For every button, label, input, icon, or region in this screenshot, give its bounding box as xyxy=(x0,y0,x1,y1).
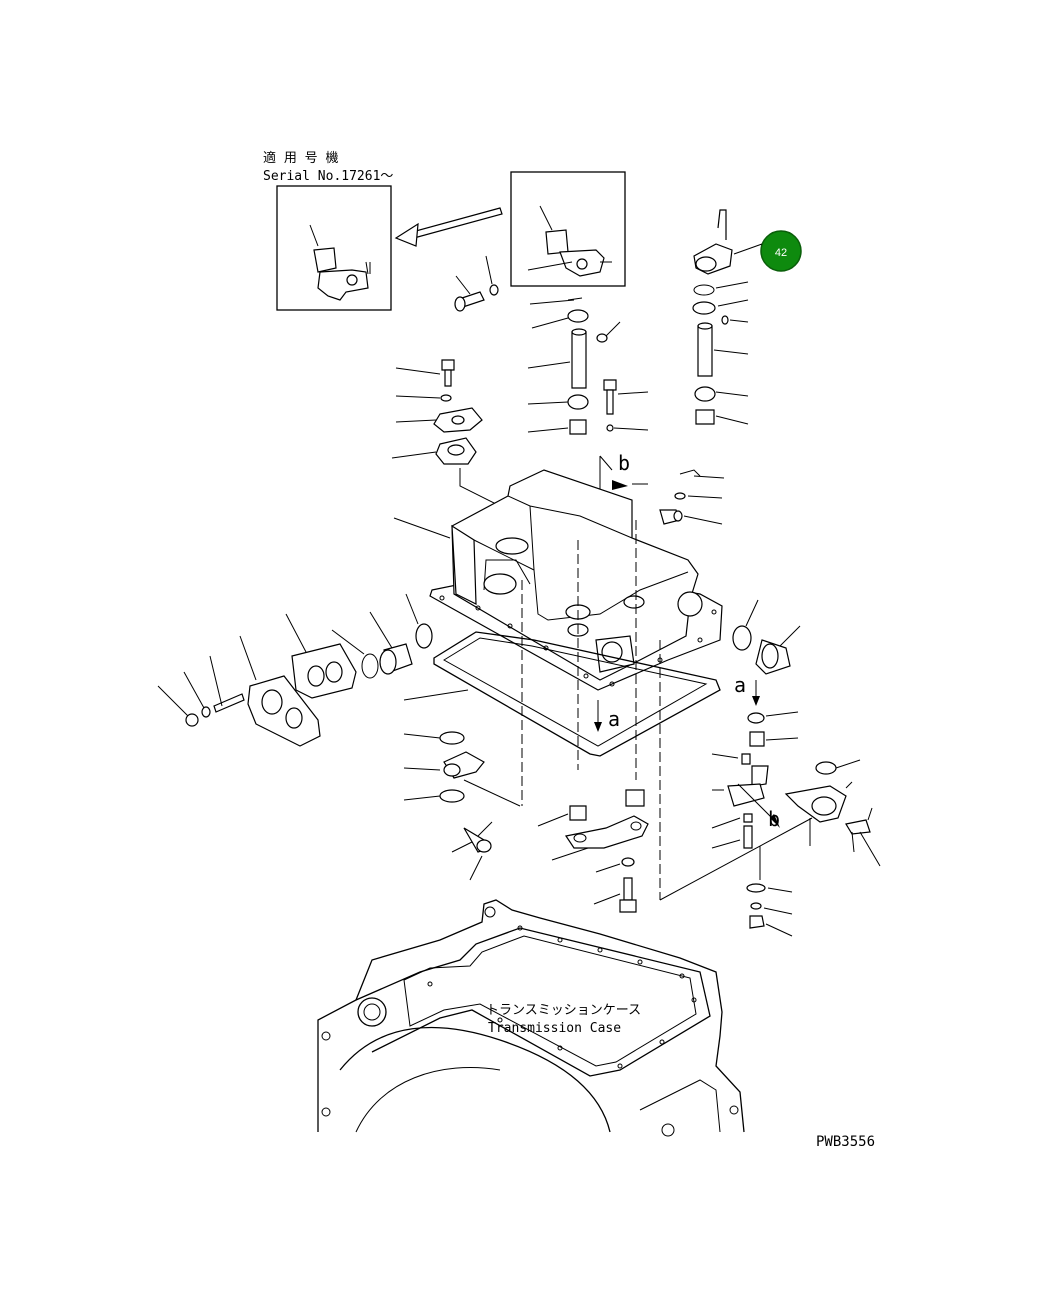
left-upper-cover-parts xyxy=(391,359,521,517)
transmission-case-outline xyxy=(317,899,745,1137)
inset-box-new-variant xyxy=(276,185,392,311)
center-shift-parts xyxy=(527,297,649,435)
b-label-top: b xyxy=(618,451,630,475)
right-shift-parts xyxy=(692,209,763,425)
transmission-case-label-en: Transmission Case xyxy=(488,1021,621,1036)
lower-left-lever-parts xyxy=(403,731,521,881)
small-bolt-top xyxy=(454,255,499,312)
main-cover-housing xyxy=(393,469,723,900)
right-side-plug xyxy=(732,599,801,675)
applicable-machine-label-jp: 適 用 号 機 xyxy=(263,150,338,166)
right-middle-small-parts xyxy=(659,469,725,525)
cover-gasket xyxy=(403,631,721,757)
callout-badge-42[interactable]: 42 xyxy=(760,230,802,272)
variant-arrow xyxy=(394,207,503,247)
callout-badge-label: 42 xyxy=(775,247,787,259)
transmission-case-label-jp: トランスミッションケース xyxy=(486,1003,641,1018)
b-marker-top: b xyxy=(599,451,648,530)
serial-number-label: Serial No.17261〜 xyxy=(263,169,393,184)
a-label-center: a xyxy=(608,707,620,731)
inset-box-old-variant xyxy=(510,171,626,287)
lower-right-lever-assembly: b xyxy=(659,711,881,937)
left-side-cover-assembly xyxy=(157,593,433,747)
a-label-right: a xyxy=(734,673,746,697)
drawing-code: PWB3556 xyxy=(816,1134,875,1150)
a-marker: a a xyxy=(594,673,760,732)
lower-center-plate xyxy=(537,789,649,913)
